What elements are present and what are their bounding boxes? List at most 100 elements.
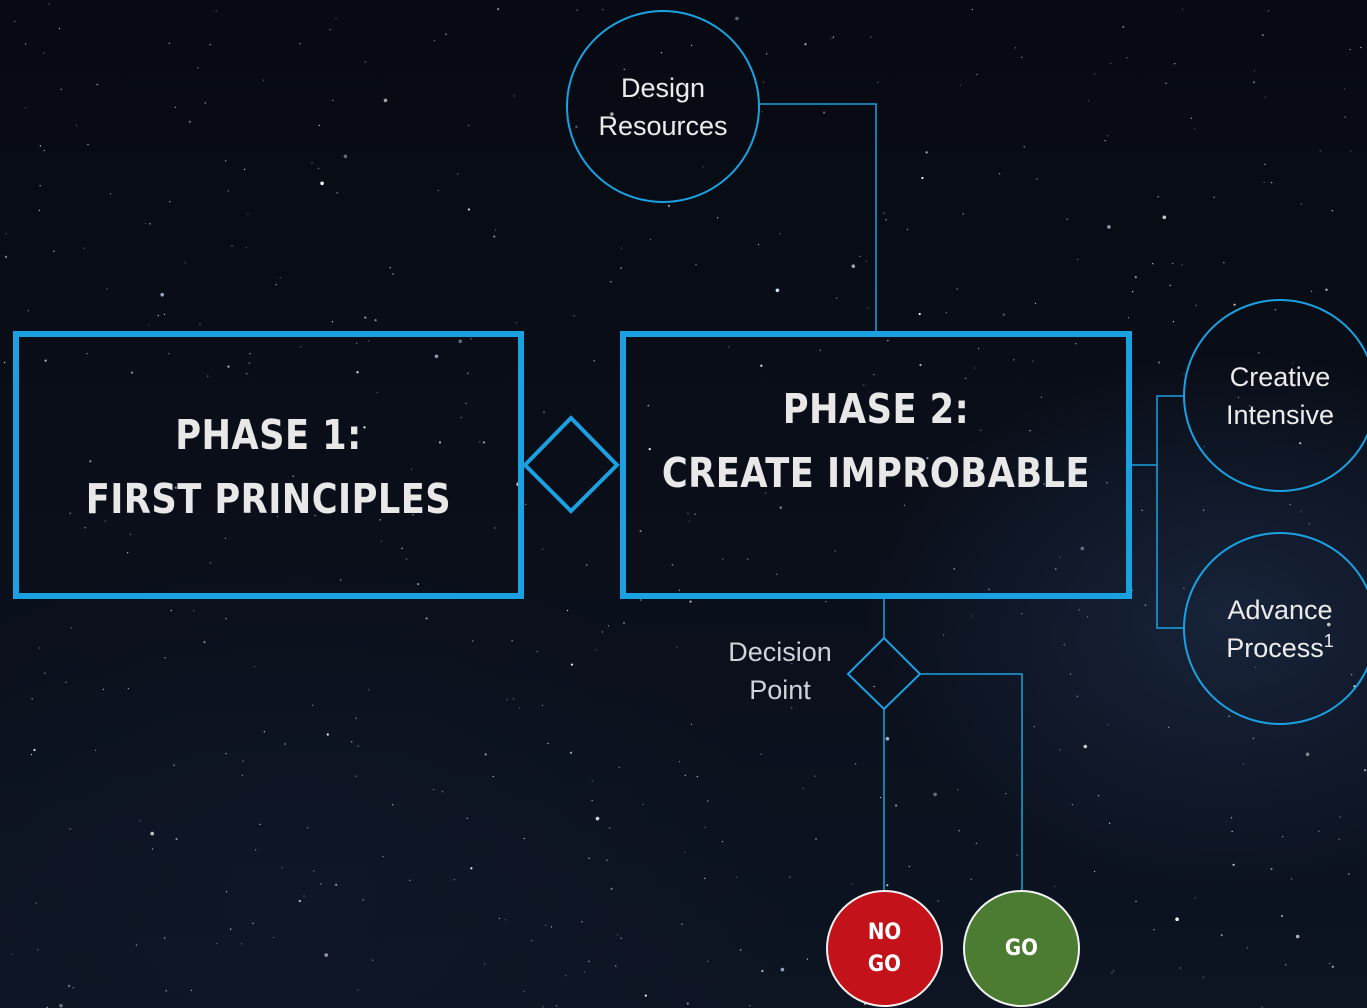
star [165,990,167,992]
star [943,634,945,636]
star [970,878,972,880]
star [695,264,697,266]
footnote-marker: 1 [1323,630,1334,651]
star [1213,196,1215,198]
star [30,754,33,756]
star [362,899,364,901]
star [84,527,86,529]
star [836,297,838,299]
star [1094,870,1096,873]
star [129,533,132,535]
star [69,512,71,514]
star [1329,962,1331,964]
star [318,124,320,126]
star [25,43,27,45]
star [758,243,760,246]
star [437,189,439,191]
star [547,742,549,745]
star [1264,96,1266,98]
no-go-node: NO GO [826,890,943,1007]
star [199,323,201,325]
star [174,486,177,489]
star [506,699,508,701]
star [825,600,827,603]
star [1264,163,1266,165]
star [89,460,92,463]
star [273,936,275,939]
star [815,838,817,840]
star [1054,885,1056,887]
no-go-line2: GO [867,951,902,977]
star [859,255,861,257]
star [791,707,793,709]
star [823,111,826,114]
star [916,466,919,469]
star [249,353,251,355]
star [518,707,521,709]
advance-process-line2: Process [1226,632,1324,663]
star [43,52,45,54]
star [766,53,768,55]
star [523,837,525,840]
star [311,162,313,164]
star [38,647,41,649]
star [639,529,642,533]
star [958,830,960,832]
star [39,185,41,187]
star [973,367,976,369]
star [717,217,719,219]
star [197,67,199,69]
star [1339,816,1341,818]
star [190,989,192,991]
star [1153,929,1155,931]
star [441,791,444,793]
star [1063,644,1065,646]
star [492,775,494,778]
star [276,515,278,517]
connector-design-to-phase2 [760,103,877,331]
star [1106,135,1109,137]
star [401,547,403,550]
star [919,363,922,367]
star [468,124,470,126]
star [434,354,439,359]
star [689,600,692,603]
star [102,688,104,690]
star [170,609,172,612]
star [735,16,739,21]
star [567,609,569,612]
star [707,800,709,802]
star [576,9,578,11]
star [1290,878,1293,880]
star [536,650,538,653]
star [957,789,959,791]
star [320,883,322,885]
star [1086,616,1089,618]
star [355,775,357,777]
star [215,10,217,12]
star [262,79,264,81]
star [1220,934,1223,937]
star [1059,749,1061,751]
star [227,190,229,192]
star [364,316,367,319]
star [1338,838,1340,840]
star [465,402,467,404]
star [392,273,394,275]
star [1175,917,1179,921]
star [1005,793,1007,795]
star [1111,972,1113,974]
star [466,817,468,820]
star [644,994,647,997]
star [1350,150,1352,152]
star [1033,726,1035,728]
star [31,698,33,700]
star [376,391,378,394]
star [1232,863,1235,866]
advance-process-line1: Advance [1227,594,1333,625]
star [618,766,620,769]
star [1172,262,1174,264]
star [1043,483,1045,485]
